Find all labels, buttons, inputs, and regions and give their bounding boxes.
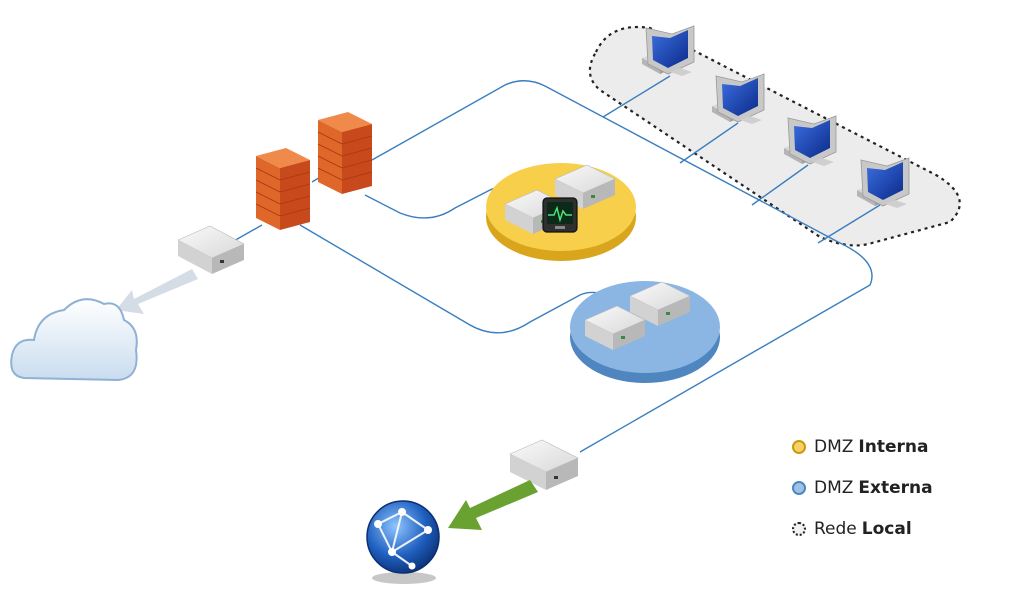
desktop-computer-icon: [784, 115, 837, 166]
dotted-circle-icon: [792, 522, 806, 536]
legend-bold-label: Externa: [858, 478, 933, 498]
router-icon: [509, 439, 579, 490]
brick-firewall-icon: [255, 148, 311, 230]
cloud-icon: [10, 298, 138, 382]
desktop-computer-icon: [712, 73, 765, 124]
globe-icon: [366, 500, 440, 584]
legend-item-dmz-interna: DMZ Interna: [792, 436, 992, 458]
desktop-computer-icon: [642, 25, 695, 76]
legend-prefix: DMZ: [814, 478, 854, 498]
blue-circle-icon: [792, 481, 806, 495]
server-icon: [584, 305, 646, 350]
legend-item-dmz-externa: DMZ Externa: [792, 477, 992, 499]
legend-bold-label: Interna: [858, 437, 929, 457]
brick-firewall-icon: [317, 112, 373, 194]
legend-bold-label: Local: [861, 519, 912, 539]
activity-monitor-icon: [542, 197, 578, 233]
legend-prefix: DMZ: [814, 437, 854, 457]
legend-item-rede-local: Rede Local: [792, 518, 992, 540]
router-icon: [177, 225, 245, 274]
server-icon: [629, 281, 691, 326]
cloud-arrow: [116, 269, 198, 314]
internet-arrow: [448, 480, 538, 530]
legend: DMZ Interna DMZ Externa Rede Local: [792, 436, 992, 559]
yellow-circle-icon: [792, 440, 806, 454]
legend-prefix: Rede: [814, 519, 857, 539]
desktop-computer-icon: [857, 157, 910, 208]
